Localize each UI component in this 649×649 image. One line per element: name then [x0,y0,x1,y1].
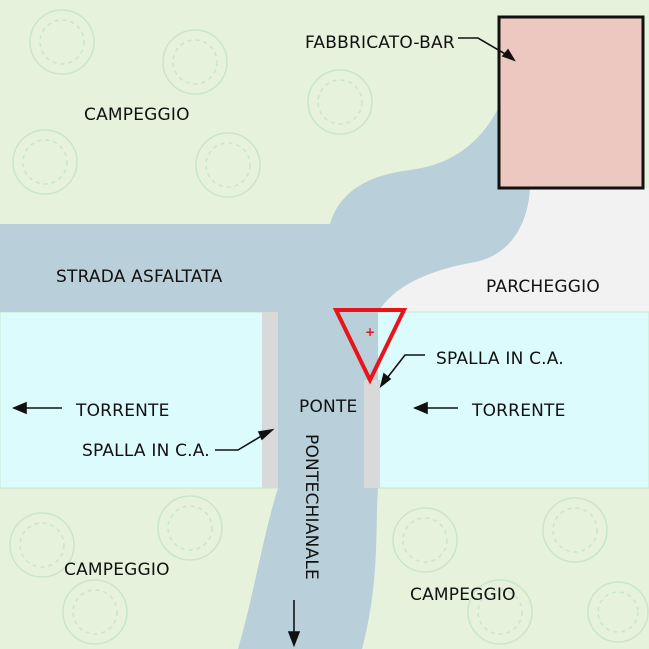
road-horizontal [0,224,340,312]
label-strada-asfaltata: STRADA ASFALTATA [56,267,223,287]
leader-lines [11,37,516,648]
label-spalla-left: SPALLA IN C.A. [82,441,210,461]
label-pontechianale: PONTECHIANALE [301,434,321,580]
label-campeggio-sw: CAMPEGGIO [64,560,170,580]
road-south [238,312,378,649]
label-ponte: PONTE [299,397,357,417]
label-campeggio-nw: CAMPEGGIO [84,105,190,125]
label-fabbricato-bar: FABBRICATO-BAR [305,33,455,53]
bar-building [497,15,645,190]
tree-symbol [157,495,223,561]
label-spalla-right: SPALLA IN C.A. [436,349,564,369]
arrowhead-bar [501,48,516,62]
tree-symbol [542,497,608,563]
trees [9,9,649,645]
leader-spalla-left [215,431,269,451]
tree-symbol [587,581,649,643]
arrowhead-torrente-left [11,401,27,415]
label-torrente-left: TORRENTE [75,401,170,421]
road [0,105,530,649]
tree-symbol [392,507,458,573]
road-curve-to-bar [330,105,530,312]
abutment-right [364,380,380,488]
label-parcheggio: PARCHEGGIO [486,277,600,297]
tree-symbol [29,9,95,75]
tree-symbol [467,579,533,645]
leader-spalla-right [383,354,425,383]
leader-bar [458,37,513,59]
arrowhead-spalla-left [257,428,275,441]
svg-text:+: + [365,325,375,339]
tree-symbol [9,512,75,578]
parking-area [360,188,649,312]
arrowhead-torrente-right [412,401,428,415]
label-campeggio-se: CAMPEGGIO [410,585,516,605]
label-torrente-right: TORRENTE [471,401,566,421]
arrowhead-spalla-right [379,372,392,389]
tree-symbol [162,29,228,95]
warning-triangle-icon: + [332,308,408,385]
abutment-left [262,312,278,488]
tree-symbol [195,132,261,198]
tree-symbol [307,69,373,135]
tree-symbol [12,129,78,195]
tree-symbol [62,579,128,645]
arrowhead-pontechianale [287,631,301,648]
